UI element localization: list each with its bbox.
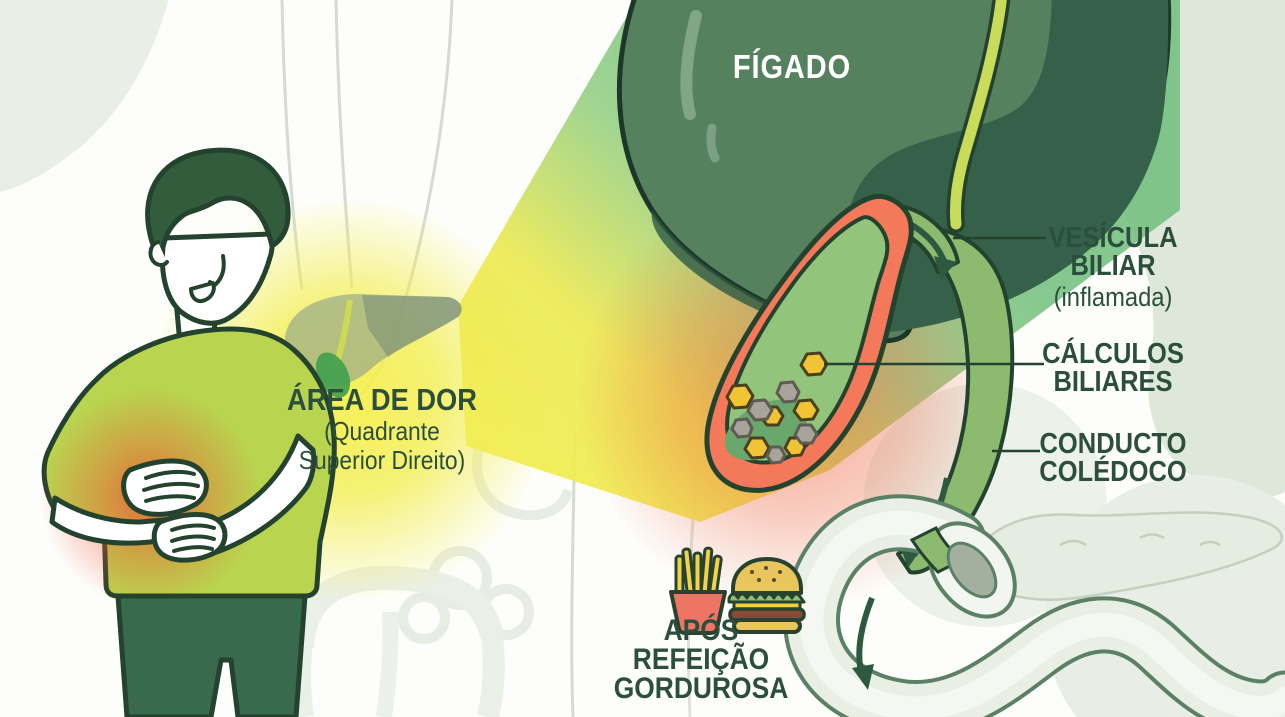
gallbladder-label-line1: VESÍCULA (1048, 222, 1178, 254)
duodenum (783, 494, 1285, 717)
bile-duct-label-line1: CONDUCTO (1039, 428, 1187, 460)
burger-icon (727, 557, 806, 634)
person-mouth (189, 281, 216, 304)
common-bile-duct (896, 228, 1015, 575)
gallbladder-label: VESÍCULA BILIAR (inflamada) (999, 222, 1228, 312)
bile-flow-arrow-duodenum (852, 596, 875, 690)
person-pants (115, 593, 308, 717)
hepatic-duct (946, 0, 1011, 233)
person-figure (40, 147, 337, 717)
person-hair (145, 147, 291, 253)
bile-duct-label: CONDUCTO COLÉDOCO (999, 428, 1228, 488)
gallbladder-label-note: (inflamada) (1053, 282, 1173, 312)
bile-duct-label-line2: COLÉDOCO (1039, 456, 1187, 488)
gallstones-label: CÁLCULOS BILIARES (999, 338, 1228, 398)
person-ear (148, 240, 169, 267)
gallstones-label-line2: BILIARES (1053, 366, 1173, 398)
gallbladder-label-line2: BILIAR (1070, 250, 1156, 282)
label-connector-lines (824, 236, 1046, 453)
fries-icon (669, 546, 727, 635)
pain-area-label: ÁREA DE DOR (Quadrante Superior Direito) (273, 382, 491, 475)
pancreas (968, 511, 1284, 601)
pain-area-sub2: Superior Direito) (298, 445, 466, 475)
fatty-meal-label: APÓS REFEIÇÃO GORDUROSA (593, 614, 809, 705)
gallstones (725, 351, 829, 465)
fatty-meal-label-line2: GORDUROSA (613, 672, 789, 705)
pain-area-title: ÁREA DE DOR (287, 382, 477, 417)
gallstones-label-line1: CÁLCULOS (1042, 338, 1184, 370)
duodenal-opening (909, 521, 1017, 619)
liver-label: FÍGADO (732, 48, 852, 85)
hand-finger-lines (142, 469, 216, 553)
fatty-meal-label-line1: APÓS REFEIÇÃO (632, 614, 770, 676)
pain-area-sub1: (Quadrante (324, 416, 440, 446)
